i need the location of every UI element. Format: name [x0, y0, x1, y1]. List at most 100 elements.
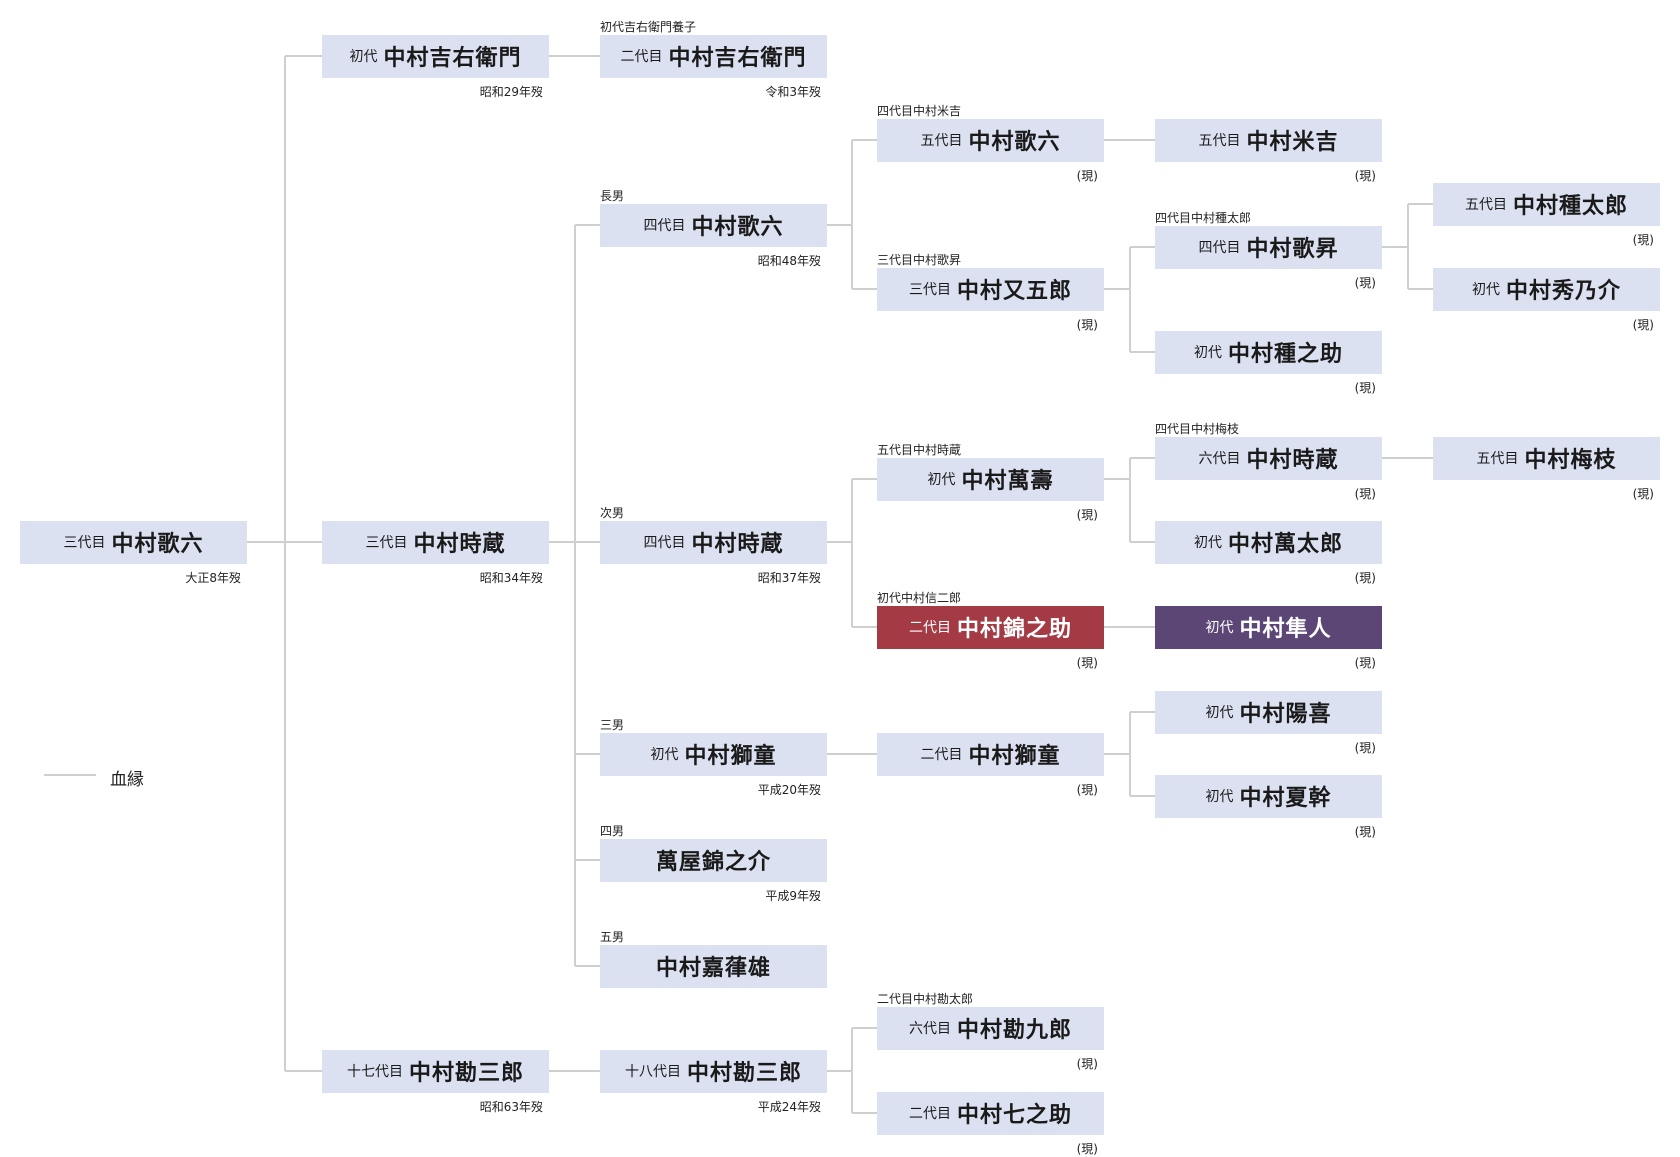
- person-name: 中村獅童: [684, 743, 777, 769]
- person-node: 六代目中村時蔵: [1155, 436, 1382, 480]
- person-name: 中村歌六: [691, 214, 784, 240]
- person-generation-title: 初代: [650, 747, 679, 763]
- node-former-name-note: 四代目中村種太郎: [1155, 210, 1252, 225]
- node-status-note: 昭和29年歿: [479, 84, 543, 99]
- person-name: 中村秀乃介: [1505, 278, 1621, 304]
- person-node: 二代目中村錦之助: [877, 605, 1104, 649]
- person-node: 五代目中村梅枝: [1433, 436, 1660, 480]
- node-status-note: (現): [1354, 655, 1376, 670]
- person-node: 十七代目中村勘三郎: [322, 1049, 549, 1093]
- person-name: 萬屋錦之介: [655, 849, 771, 875]
- person-name: 中村陽喜: [1239, 701, 1332, 727]
- node-status-note: (現): [1354, 275, 1376, 290]
- person-name: 中村獅童: [968, 743, 1061, 769]
- person-node: 四代目中村歌六: [600, 203, 827, 247]
- person-node: 三代目中村歌六: [20, 520, 247, 564]
- person-node: 初代中村隼人: [1155, 605, 1382, 649]
- person-name: 中村時蔵: [413, 531, 506, 557]
- person-node: 三代目中村又五郎: [877, 267, 1104, 311]
- person-generation-title: 三代目: [908, 282, 951, 298]
- node-status-note: (現): [1354, 486, 1376, 501]
- person-name: 中村萬太郎: [1227, 531, 1343, 557]
- person-name: 中村種太郎: [1512, 193, 1628, 219]
- node-status-note: (現): [1354, 570, 1376, 585]
- person-generation-title: 五代目: [920, 133, 963, 149]
- node-status-note: (現): [1076, 782, 1098, 797]
- node-status-note: (現): [1076, 655, 1098, 670]
- person-node: 四代目中村歌昇: [1155, 225, 1382, 269]
- person-node: 三代目中村時蔵: [322, 520, 549, 564]
- person-node: 四代目中村時蔵: [600, 520, 827, 564]
- person-generation-title: 四代目: [1198, 240, 1241, 256]
- person-node: 十八代目中村勘三郎: [600, 1049, 827, 1093]
- node-former-name-note: 次男: [600, 505, 625, 520]
- node-status-note: 平成20年歿: [757, 782, 821, 797]
- person-generation-title: 初代: [1193, 535, 1222, 551]
- person-name: 中村歌昇: [1246, 236, 1339, 262]
- node-status-note: 大正8年歿: [185, 570, 241, 585]
- node-former-name-note: 三代目中村歌昇: [877, 252, 962, 267]
- node-status-note: (現): [1076, 168, 1098, 183]
- node-former-name-note: 五代目中村時蔵: [877, 442, 962, 457]
- person-generation-title: 六代目: [908, 1021, 951, 1037]
- person-node: 五代目中村米吉: [1155, 118, 1382, 162]
- person-generation-title: 四代目: [643, 218, 686, 234]
- person-name: 中村時蔵: [1246, 447, 1339, 473]
- person-generation-title: 二代目: [620, 49, 663, 65]
- person-node: 五代目中村種太郎: [1433, 182, 1660, 226]
- node-status-note: 昭和63年歿: [479, 1099, 543, 1114]
- node-former-name-note: 初代中村信二郎: [877, 590, 962, 605]
- person-name: 中村歌六: [968, 129, 1061, 155]
- person-node: 初代中村萬壽: [877, 457, 1104, 501]
- node-status-note: (現): [1354, 740, 1376, 755]
- person-generation-title: 二代目: [908, 620, 951, 636]
- node-status-note: (現): [1354, 168, 1376, 183]
- person-generation-title: 三代目: [63, 535, 106, 551]
- person-generation-title: 初代: [927, 472, 956, 488]
- person-generation-title: 初代: [1193, 345, 1222, 361]
- node-former-name-note: 長男: [600, 188, 625, 203]
- person-generation-title: 五代目: [1476, 451, 1519, 467]
- person-generation-title: 四代目: [643, 535, 686, 551]
- person-node: 二代目中村吉右衛門: [600, 34, 827, 78]
- node-status-note: (現): [1354, 380, 1376, 395]
- node-status-note: 昭和34年歿: [479, 570, 543, 585]
- person-generation-title: 五代目: [1198, 133, 1241, 149]
- person-name: 中村又五郎: [956, 278, 1072, 304]
- person-node: 萬屋錦之介: [600, 838, 827, 882]
- person-name: 中村七之助: [956, 1102, 1072, 1128]
- person-node: 初代中村夏幹: [1155, 774, 1382, 818]
- person-name: 中村夏幹: [1239, 785, 1332, 811]
- node-status-note: 平成24年歿: [757, 1099, 821, 1114]
- person-node: 初代中村萬太郎: [1155, 520, 1382, 564]
- person-generation-title: 初代: [1205, 705, 1234, 721]
- person-name: 中村吉右衛門: [668, 45, 807, 71]
- person-node: 二代目中村獅童: [877, 732, 1104, 776]
- node-status-note: 昭和37年歿: [757, 570, 821, 585]
- person-node: 初代中村種之助: [1155, 330, 1382, 374]
- node-former-name-note: 二代目中村勘太郎: [877, 991, 974, 1006]
- person-node: 初代中村陽喜: [1155, 690, 1382, 734]
- node-status-note: 令和3年歿: [765, 84, 821, 99]
- person-name: 中村隼人: [1239, 616, 1332, 642]
- person-generation-title: 初代: [1205, 789, 1234, 805]
- person-name: 中村歌六: [111, 531, 204, 557]
- person-generation-title: 五代目: [1464, 197, 1507, 213]
- node-status-note: (現): [1632, 232, 1654, 247]
- node-former-name-note: 五男: [600, 929, 625, 944]
- node-former-name-note: 三男: [600, 717, 625, 732]
- node-status-note: (現): [1076, 507, 1098, 522]
- person-generation-title: 十七代目: [346, 1064, 403, 1080]
- node-former-name-note: 四代目中村米吉: [877, 103, 962, 118]
- person-node: 二代目中村七之助: [877, 1091, 1104, 1135]
- person-generation-title: 初代: [349, 49, 378, 65]
- node-status-note: 平成9年歿: [765, 888, 821, 903]
- person-name: 中村勘三郎: [686, 1060, 802, 1086]
- person-generation-title: 三代目: [365, 535, 408, 551]
- node-former-name-note: 初代吉右衛門養子: [600, 19, 697, 34]
- node-status-note: 昭和48年歿: [757, 253, 821, 268]
- person-node: 初代中村吉右衛門: [322, 34, 549, 78]
- person-node: 初代中村秀乃介: [1433, 267, 1660, 311]
